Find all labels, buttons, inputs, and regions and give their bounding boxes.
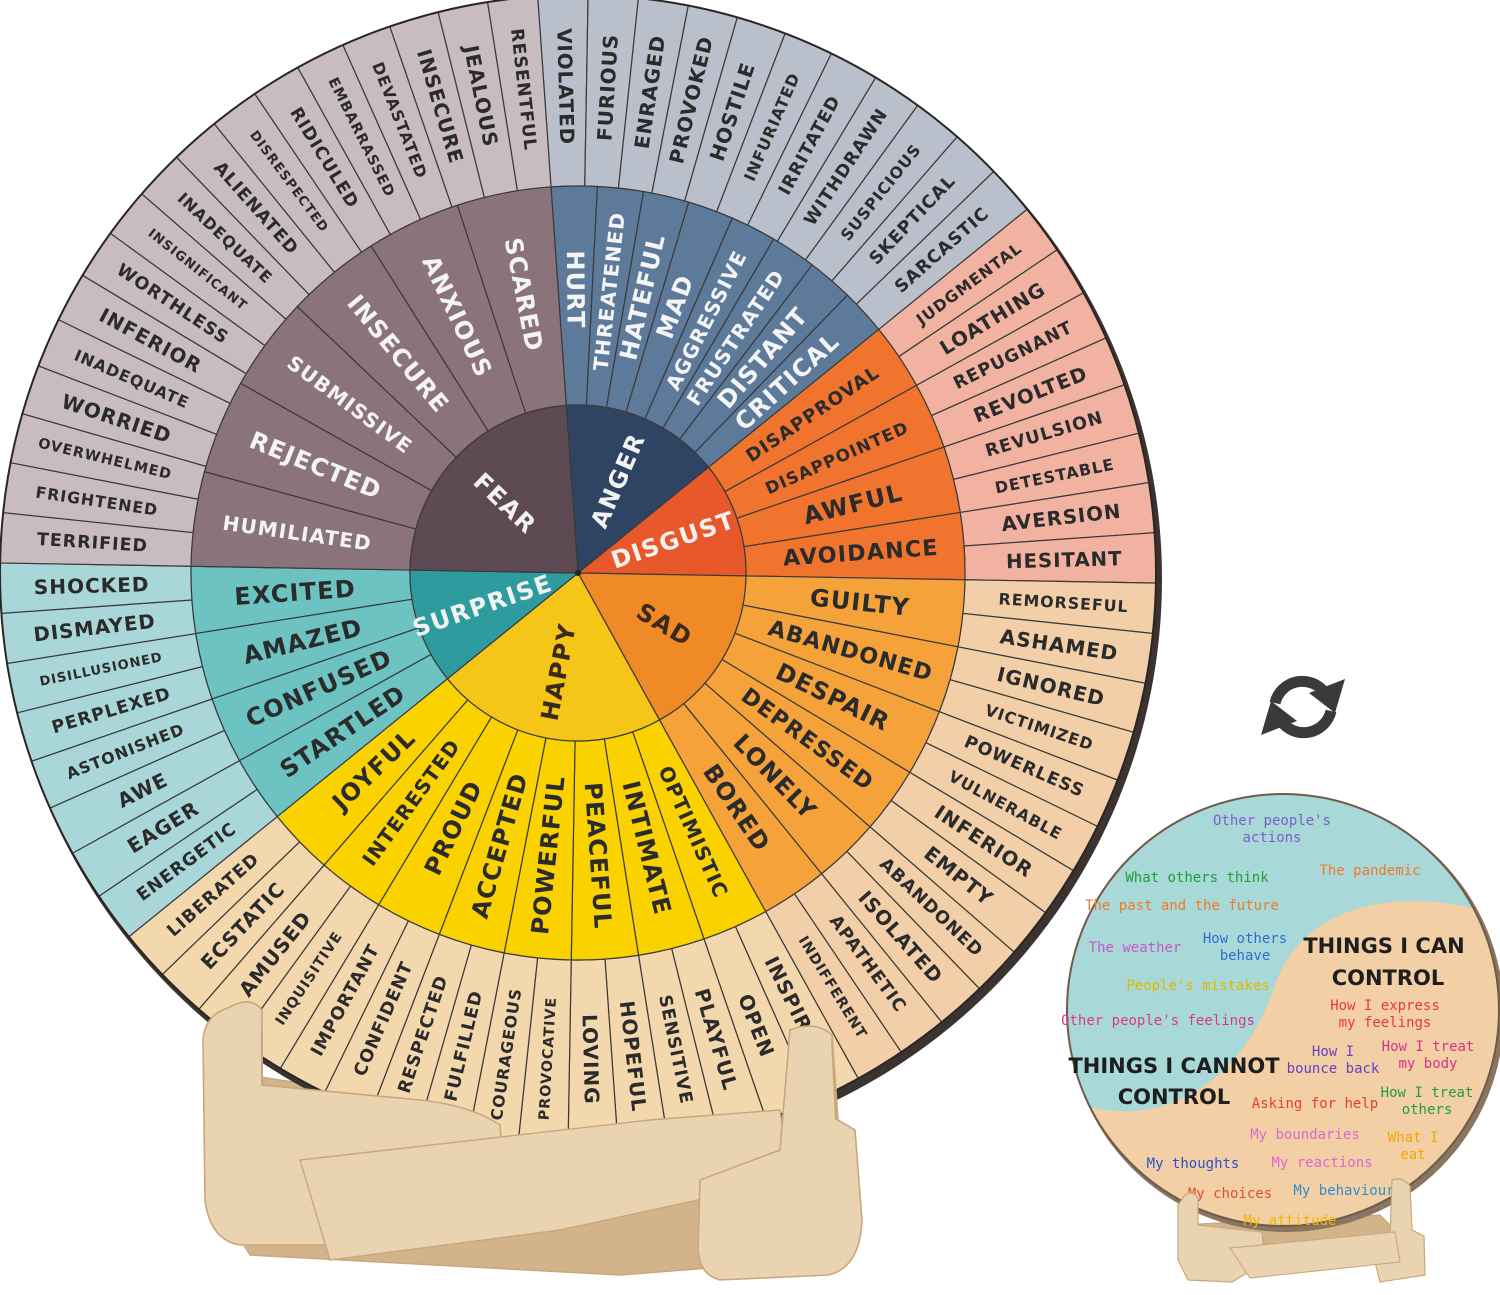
core-segment-sad: [576, 572, 747, 721]
can-control-item: How I: [1312, 1044, 1354, 1060]
can-control-item: Asking for help: [1252, 1096, 1378, 1112]
stand-right-plank: [697, 1025, 863, 1281]
can-control-item: My choices: [1188, 1186, 1272, 1202]
can-control-item: My attitude: [1244, 1213, 1337, 1229]
wheel-wooden-stand-front: [202, 1001, 863, 1281]
can-control-item: My behaviour: [1293, 1183, 1394, 1199]
outer-feeling-label: LOVING: [578, 1014, 604, 1105]
cannot-control-item: behave: [1220, 948, 1271, 964]
rotate-arrows-icon: [1261, 675, 1345, 739]
cannot-control-item: The pandemic: [1319, 863, 1420, 879]
can-control-item: What I: [1388, 1130, 1439, 1146]
can-control-item: My boundaries: [1250, 1127, 1360, 1143]
can-control-item: How I express: [1330, 998, 1440, 1014]
can-control-title: CONTROL: [1332, 966, 1445, 990]
core-segment-surprise: [409, 569, 580, 680]
middle-feeling-label: HURT: [561, 250, 590, 328]
can-control-item: my feelings: [1339, 1015, 1432, 1031]
can-control-item: bounce back: [1287, 1061, 1380, 1077]
cannot-control-item: Other people's: [1213, 813, 1331, 829]
cannot-control-item: The weather: [1089, 940, 1182, 956]
outer-feeling-label: SHOCKED: [34, 572, 150, 599]
outer-feeling-label: HESITANT: [1006, 547, 1123, 573]
core-segment-disgust: [576, 466, 747, 577]
can-control-item: others: [1402, 1102, 1453, 1118]
cannot-control-region: [1067, 794, 1499, 1112]
cannot-control-item: What others think: [1125, 870, 1269, 886]
control-circle-card: THINGS I CANNOT CONTROL THINGS I CAN CONTRO…: [1061, 793, 1500, 1232]
can-control-item: How I treat: [1382, 1039, 1475, 1055]
cannot-control-item: Other people's feelings: [1061, 1013, 1255, 1029]
card-wooden-stand-front: [1177, 1178, 1426, 1283]
can-control-item: My thoughts: [1147, 1156, 1240, 1172]
cannot-control-title: CONTROL: [1118, 1085, 1231, 1109]
outer-feeling-label: PROVOCATIVE: [537, 996, 561, 1120]
can-control-title: THINGS I CAN: [1303, 934, 1464, 958]
can-control-item: eat: [1400, 1147, 1425, 1163]
core-segment-fear: [409, 404, 579, 574]
core-segment-happy: [446, 572, 661, 742]
core-segment-anger: [565, 404, 710, 575]
can-control-item: my body: [1398, 1056, 1457, 1072]
cannot-control-item: People's mistakes: [1126, 978, 1269, 994]
can-control-item: How I treat: [1381, 1085, 1474, 1101]
cannot-control-item: actions: [1242, 830, 1301, 846]
can-control-item: My reactions: [1271, 1155, 1372, 1171]
cannot-control-title: THINGS I CANNOT: [1068, 1054, 1280, 1078]
cannot-control-item: How others: [1203, 931, 1287, 947]
outer-feeling-label: VIOLATED: [552, 28, 578, 145]
cannot-control-item: The past and the future: [1085, 898, 1279, 914]
